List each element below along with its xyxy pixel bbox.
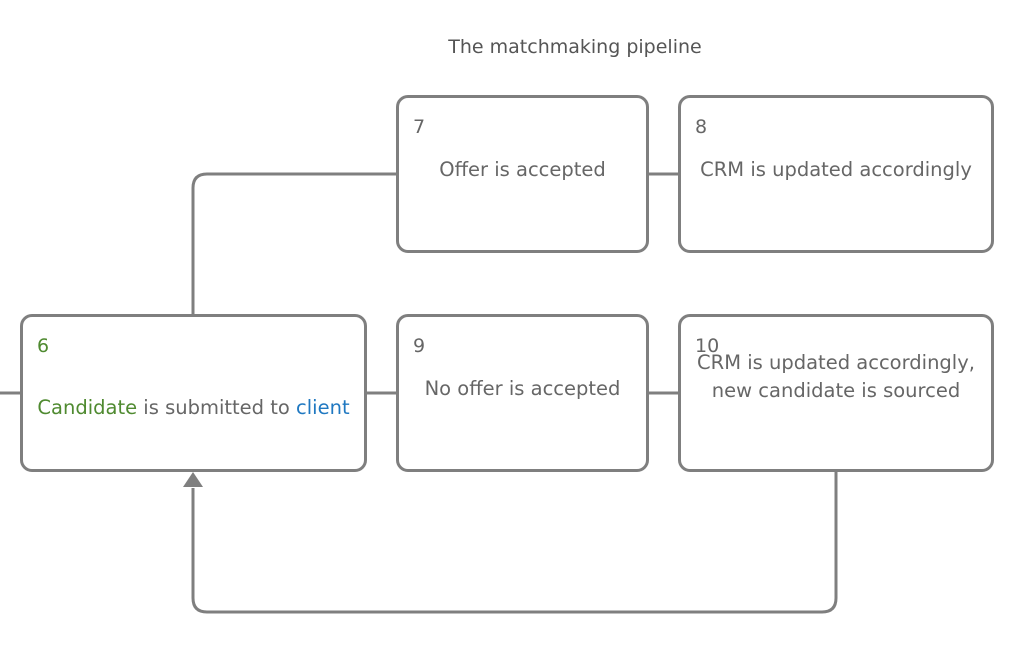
node-7-number: 7 xyxy=(413,116,426,138)
node-6[interactable]: 6 Candidate is submitted to client xyxy=(20,314,367,472)
node-8[interactable]: 8 CRM is updated accordingly xyxy=(678,95,994,253)
node-6-middle-text: is submitted to xyxy=(137,396,297,419)
node-8-text: CRM is updated accordingly xyxy=(700,158,972,181)
node-9-number: 9 xyxy=(413,335,426,357)
node-9-text: No offer is accepted xyxy=(424,377,621,400)
node-7[interactable]: 7 Offer is accepted xyxy=(396,95,649,253)
edge-6-to-7 xyxy=(191,172,398,315)
node-8-number: 8 xyxy=(695,116,708,138)
node-6-candidate: Candidate xyxy=(37,396,138,419)
node-10-number: 10 xyxy=(695,335,720,357)
node-10-text-line2: new candidate is sourced xyxy=(711,379,961,402)
diagram-title: The matchmaking pipeline xyxy=(448,36,702,58)
node-9[interactable]: 9 No offer is accepted xyxy=(396,314,649,472)
node-10[interactable]: 10 CRM is updated accordingly, new candi… xyxy=(678,314,994,472)
node-7-text: Offer is accepted xyxy=(439,158,606,181)
node-6-client: client xyxy=(296,396,350,419)
arrowhead-into-6 xyxy=(183,472,203,487)
node-10-text-line1: CRM is updated accordingly, xyxy=(697,351,975,374)
node-6-number: 6 xyxy=(37,335,50,357)
edge-10-to-6 xyxy=(191,471,838,614)
